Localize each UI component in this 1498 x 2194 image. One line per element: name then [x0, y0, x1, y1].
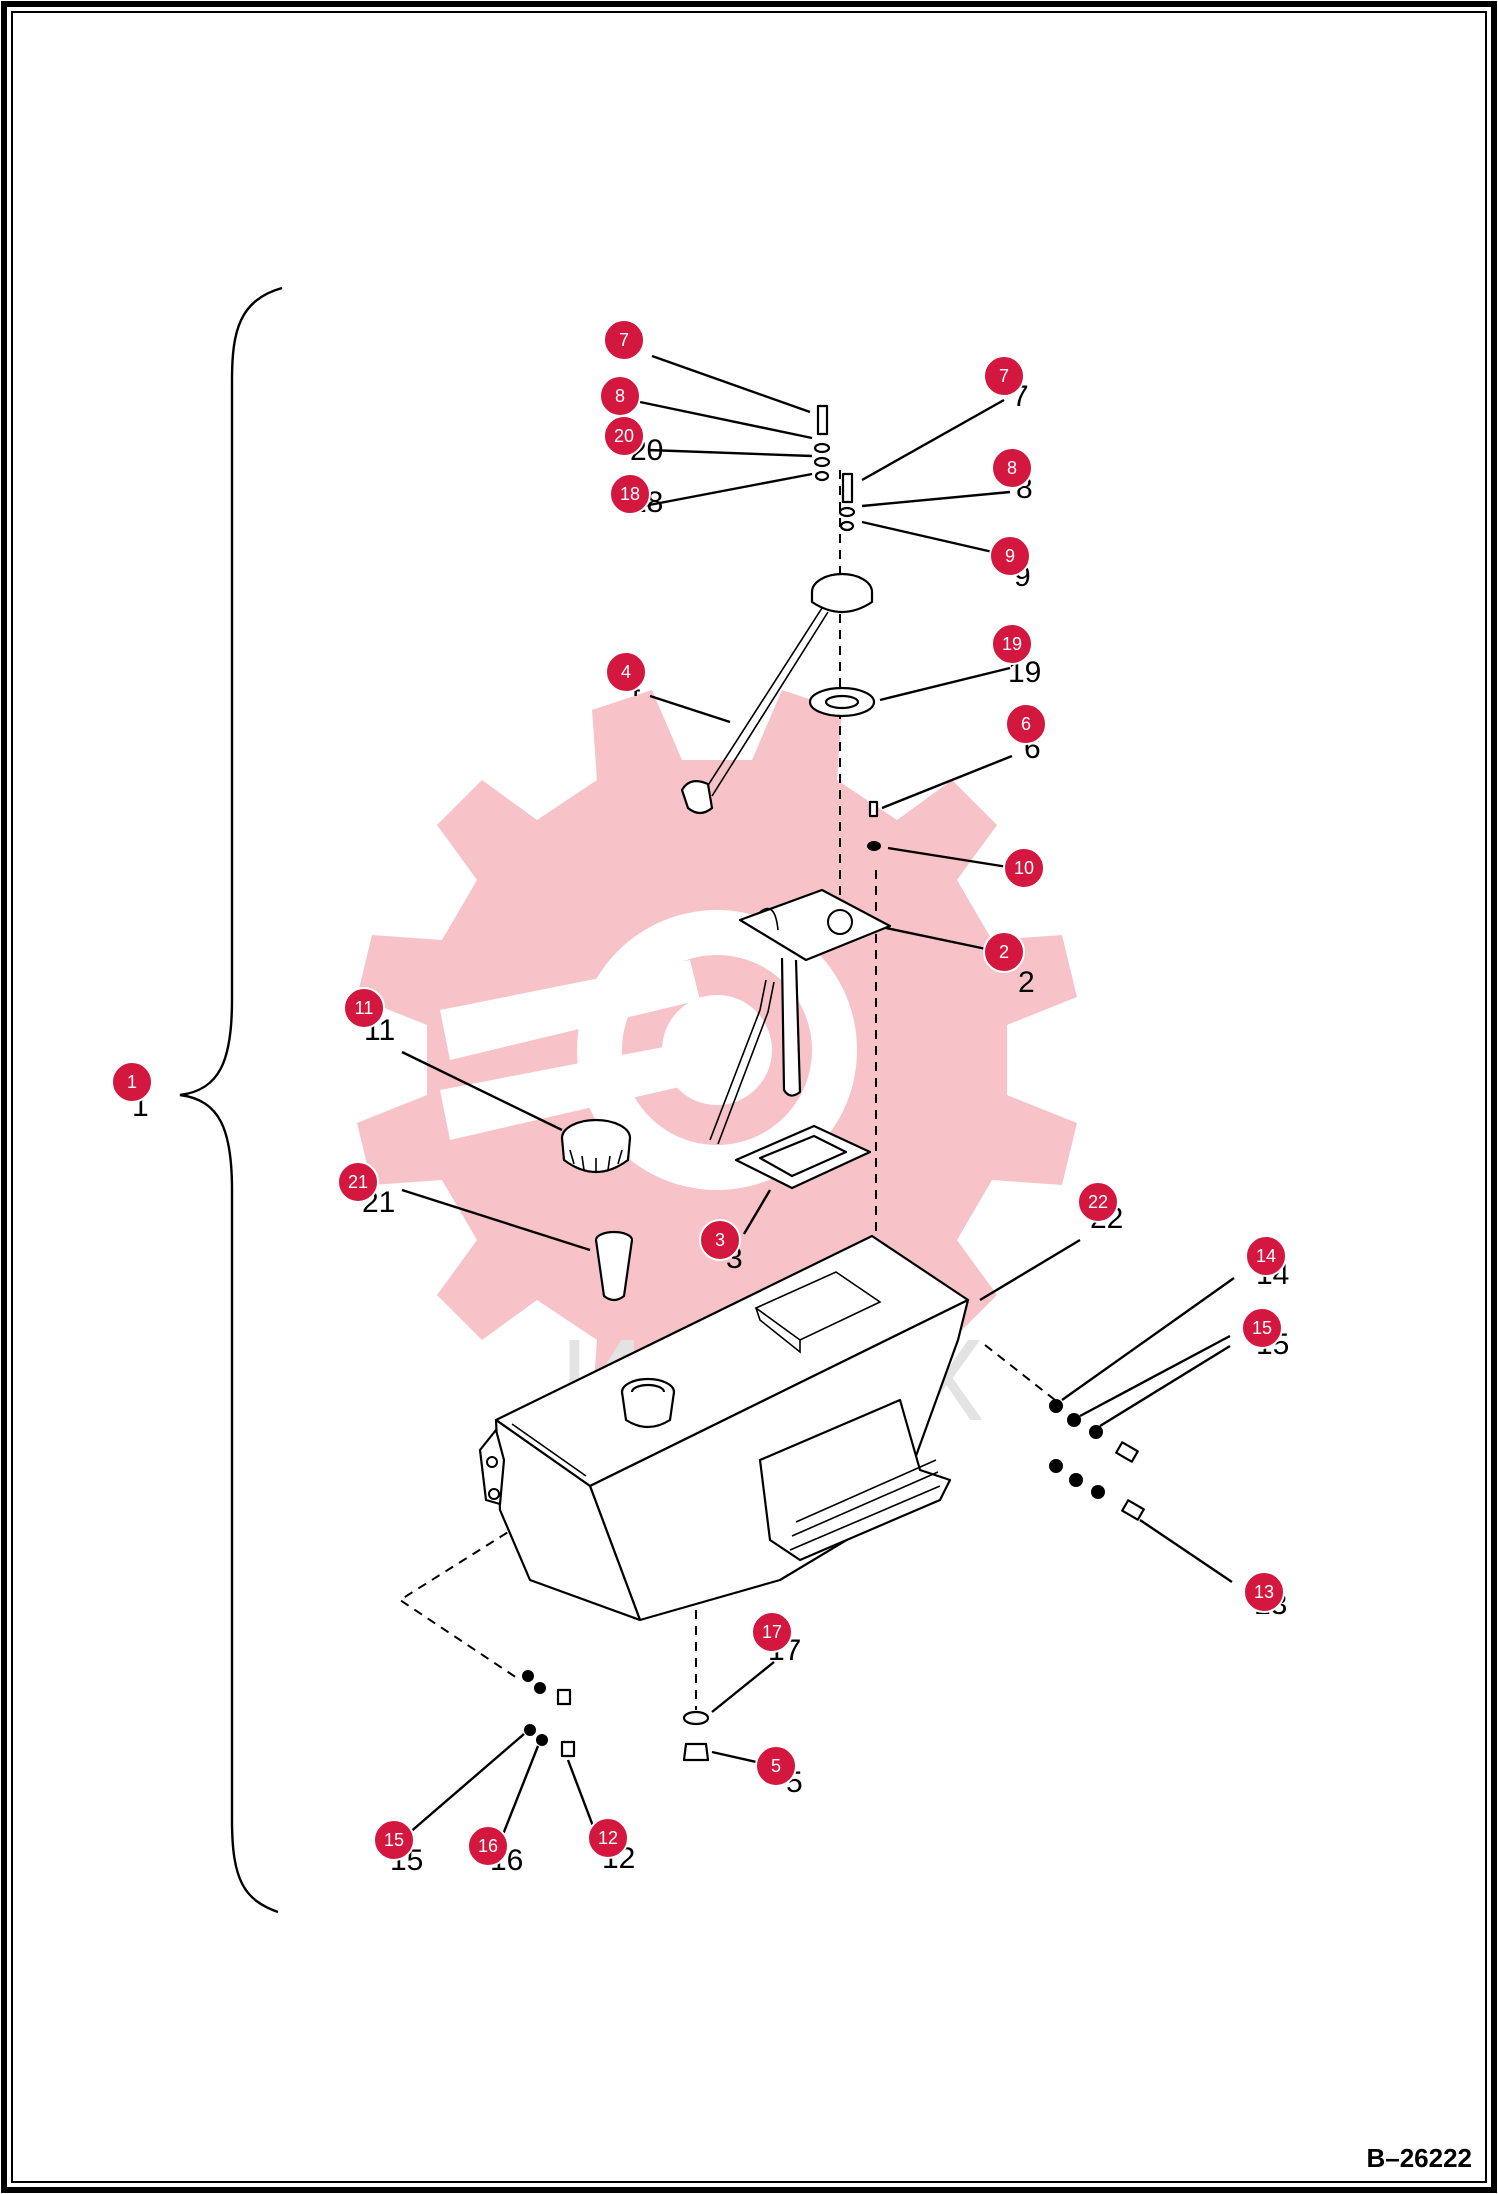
gasket-ring	[808, 686, 876, 718]
inner-frame	[11, 11, 1487, 2183]
access-cover-gasket	[734, 1124, 872, 1190]
svg-text:11: 11	[355, 998, 374, 1018]
callout-14[interactable]: 14	[1245, 1235, 1287, 1277]
svg-text:3: 3	[715, 1230, 725, 1250]
svg-text:14: 14	[1256, 1246, 1276, 1266]
svg-text:7: 7	[999, 366, 1009, 386]
svg-text:20: 20	[614, 426, 634, 446]
callout-10[interactable]: 10	[1003, 847, 1045, 889]
svg-text:10: 10	[1014, 858, 1034, 878]
callout-16[interactable]: 16	[467, 1825, 509, 1867]
callout-13[interactable]: 13	[1243, 1571, 1285, 1613]
svg-text:5: 5	[771, 1756, 781, 1776]
callout-5[interactable]: 5	[755, 1745, 797, 1787]
filler-cap	[560, 1118, 632, 1173]
pickup-plate	[709, 888, 892, 1145]
drain-plug-and-washer	[682, 1710, 710, 1762]
svg-text:2: 2	[999, 942, 1009, 962]
screw-stack-left	[813, 404, 831, 482]
callout-15[interactable]: 15	[1241, 1307, 1283, 1349]
svg-text:4: 4	[621, 662, 631, 682]
svg-text:19: 19	[1002, 634, 1022, 654]
svg-text:18: 18	[620, 484, 640, 504]
printed-label: 2	[1018, 966, 1035, 999]
drawing-code: B–26222	[1366, 2143, 1472, 2173]
callout-6[interactable]: 6	[1005, 703, 1047, 745]
screw-stack-right	[838, 472, 856, 532]
svg-text:8: 8	[615, 386, 625, 406]
svg-text:8: 8	[1007, 458, 1017, 478]
callout-1[interactable]: 1	[111, 1061, 153, 1103]
filler-neck-tube	[594, 1230, 634, 1302]
right-mounting-hardware	[1049, 1399, 1145, 1521]
callout-2[interactable]: 2	[983, 931, 1025, 973]
svg-text:1: 1	[127, 1072, 137, 1092]
svg-text:15: 15	[1252, 1318, 1272, 1338]
callout-19[interactable]: 19	[991, 623, 1033, 665]
callout-8[interactable]: 8	[599, 375, 641, 417]
svg-text:16: 16	[478, 1836, 498, 1856]
callout-22[interactable]: 22	[1077, 1181, 1119, 1223]
svg-text:21: 21	[348, 1172, 368, 1192]
svg-text:7: 7	[619, 330, 629, 350]
svg-text:9: 9	[1005, 546, 1015, 566]
callout-17[interactable]: 17	[751, 1611, 793, 1653]
svg-text:12: 12	[598, 1828, 618, 1848]
left-mounting-hardware	[522, 1670, 576, 1758]
callout-21[interactable]: 21	[337, 1161, 379, 1203]
callout-8[interactable]: 8	[991, 447, 1033, 489]
svg-text:13: 13	[1254, 1582, 1274, 1602]
callout-12[interactable]: 12	[587, 1817, 629, 1859]
callout-7[interactable]: 7	[983, 355, 1025, 397]
callout-20[interactable]: 20	[603, 415, 645, 457]
svg-text:6: 6	[1021, 714, 1031, 734]
small-screw-and-washer	[867, 800, 881, 851]
mount-axis-right	[984, 1344, 1056, 1401]
svg-text:22: 22	[1088, 1192, 1108, 1212]
callout-3[interactable]: 3	[699, 1219, 741, 1261]
callout-4[interactable]: 4	[605, 651, 647, 693]
callout-11[interactable]: 11	[343, 987, 385, 1029]
fuel-tank	[478, 1234, 970, 1622]
svg-text:15: 15	[384, 1830, 404, 1850]
callout-9[interactable]: 9	[989, 535, 1031, 577]
assembly-brace	[179, 286, 283, 1914]
svg-text:17: 17	[762, 1622, 782, 1642]
callout-15[interactable]: 15	[373, 1819, 415, 1861]
fuel-sender-unit	[680, 572, 874, 815]
callout-18[interactable]: 18	[609, 473, 651, 515]
callout-7[interactable]: 7	[603, 319, 645, 361]
